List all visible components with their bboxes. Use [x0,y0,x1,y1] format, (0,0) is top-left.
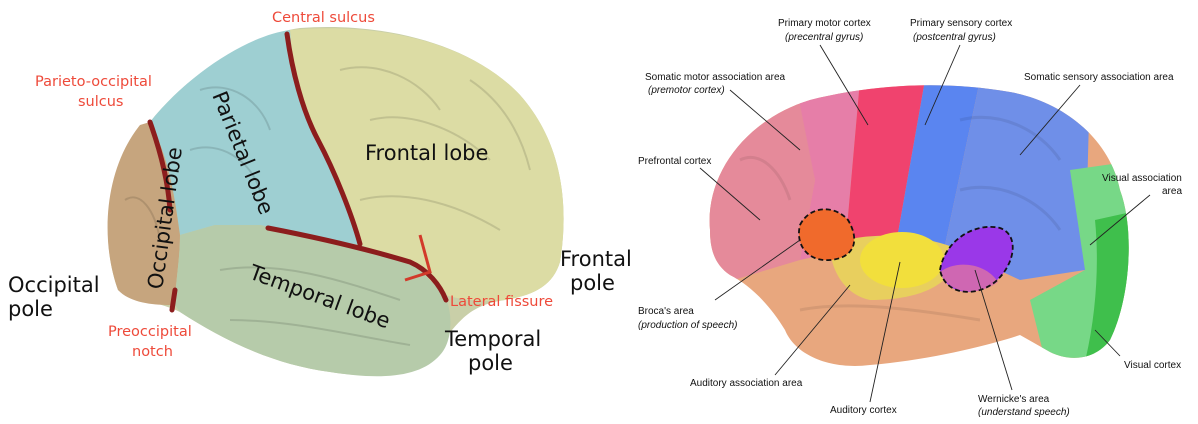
occipital-pole-label: Occipital pole [8,273,106,321]
frontal-lobe-label: Frontal lobe [365,141,488,165]
primary-motor-label: Primary motor cortex (precentral gyrus) [778,18,874,43]
primary-sensory-label: Primary sensory cortex (postcentral gyru… [910,18,1015,43]
functional-areas [700,80,1140,380]
visual-cortex-label: Visual cortex [1124,360,1181,371]
auditory-cortex-area [860,232,944,288]
left-brain-diagram: Frontal lobe Parietal lobe Occipital lob… [8,10,639,376]
auditory-assoc-label: Auditory association area [690,378,803,389]
preoccipital-label: Preoccipital notch [108,324,196,360]
wernickes-label: Wernicke's area (understand speech) [978,394,1070,418]
preoccipital-line [172,290,175,310]
somatic-motor-assoc-label: Somatic motor association area (premotor… [645,72,788,96]
frontal-pole-label: Frontal pole [560,247,639,295]
auditory-cortex-label: Auditory cortex [830,405,897,416]
central-sulcus-label: Central sulcus [272,10,375,26]
lateral-fissure-label: Lateral fissure [450,294,553,310]
parieto-occipital-label: Parieto-occipital sulcus [35,74,157,110]
temporal-pole-label: Temporal pole [444,327,548,375]
brocas-label: Broca's area (production of speech) [638,306,738,331]
prefrontal-area [700,80,815,290]
right-brain-diagram: Primary motor cortex (precentral gyrus) … [638,18,1185,418]
prefrontal-label: Prefrontal cortex [638,156,711,167]
somatic-sensory-assoc-label: Somatic sensory association area [1024,72,1174,83]
